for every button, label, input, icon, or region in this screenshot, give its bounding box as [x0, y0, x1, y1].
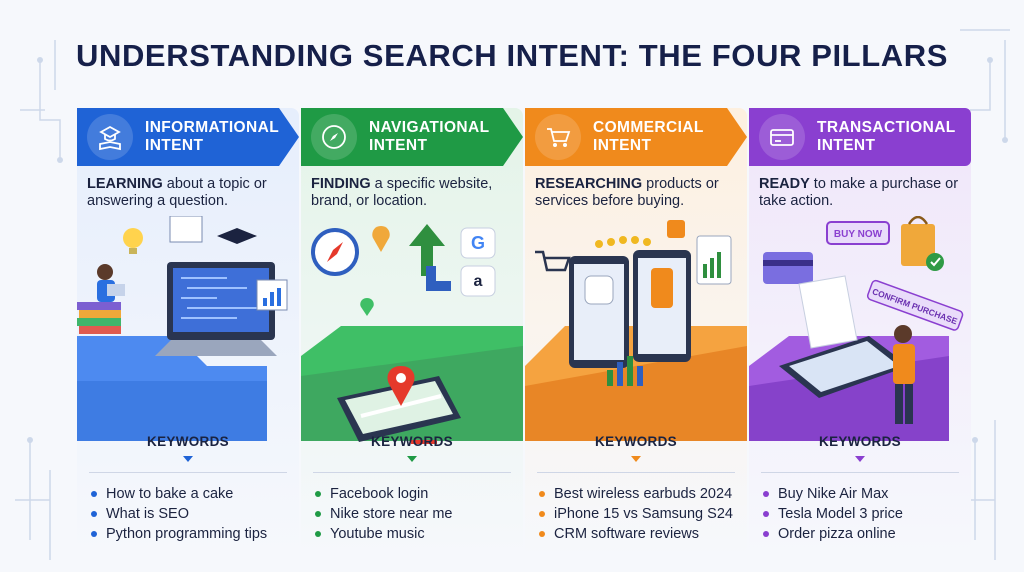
learning-illustration	[77, 216, 288, 441]
pillar-heading: TRANSACTIONAL INTENT	[817, 119, 956, 154]
pillar-description: RESEARCHING products or services before …	[535, 176, 719, 209]
pillar-banner: TRANSACTIONAL INTENT	[749, 108, 971, 166]
keyword-list: How to bake a cake What is SEO Python pr…	[91, 484, 267, 544]
keywords-divider	[537, 472, 735, 473]
pillar-description: FINDING a specific website, brand, or lo…	[311, 176, 493, 209]
keywords-caret	[855, 456, 865, 462]
navigation-illustration: G a	[301, 224, 523, 444]
keyword-item: CRM software reviews	[539, 524, 733, 544]
pillar-navigational: NAVIGATIONAL INTENT FINDING a specific w…	[301, 108, 523, 560]
keywords-divider	[761, 472, 959, 473]
pillar-description: READY to make a purchase or take action.	[759, 176, 959, 209]
keywords-divider	[313, 472, 511, 473]
purchase-illustration: BUY NOW CONFIRM PURCHASE	[749, 216, 964, 441]
keyword-list: Facebook login Nike store near me Youtub…	[315, 484, 453, 544]
keyword-item: Youtube music	[315, 524, 453, 544]
svg-text:G: G	[471, 233, 485, 253]
buy-now-label: BUY NOW	[834, 229, 883, 240]
keywords-heading: KEYWORDS	[819, 434, 901, 449]
pillar-banner: COMMERCIAL INTENT	[525, 108, 747, 166]
pillar-background	[749, 108, 971, 560]
keyword-item: Facebook login	[315, 484, 453, 504]
keywords-caret	[183, 456, 193, 462]
keywords-caret	[407, 456, 417, 462]
shopping-cart-icon	[535, 114, 581, 160]
keyword-item: How to bake a cake	[91, 484, 267, 504]
pillar-commercial: COMMERCIAL INTENT RESEARCHING products o…	[525, 108, 747, 560]
keyword-list: Buy Nike Air Max Tesla Model 3 price Ord…	[763, 484, 903, 544]
pillar-heading: INFORMATIONAL INTENT	[145, 119, 280, 154]
keyword-item: Order pizza online	[763, 524, 903, 544]
keyword-item: Nike store near me	[315, 504, 453, 524]
pillar-heading: NAVIGATIONAL INTENT	[369, 119, 490, 154]
keyword-item: Buy Nike Air Max	[763, 484, 903, 504]
pillar-banner: NAVIGATIONAL INTENT	[301, 108, 523, 166]
keywords-heading: KEYWORDS	[371, 434, 453, 449]
keyword-item: What is SEO	[91, 504, 267, 524]
pillar-description: LEARNING about a topic or answering a qu…	[87, 176, 267, 209]
pillar-transactional: TRANSACTIONAL INTENT READY to make a pur…	[749, 108, 971, 560]
compass-icon	[311, 114, 357, 160]
keyword-item: iPhone 15 vs Samsung S24	[539, 504, 733, 524]
pillar-banner: INFORMATIONAL INTENT	[77, 108, 299, 166]
page-title: UNDERSTANDING SEARCH INTENT: THE FOUR PI…	[75, 38, 949, 73]
svg-text:a: a	[474, 273, 483, 290]
keywords-heading: KEYWORDS	[147, 434, 229, 449]
keyword-item: Tesla Model 3 price	[763, 504, 903, 524]
product-comparison-illustration	[525, 220, 747, 441]
keyword-list: Best wireless earbuds 2024 iPhone 15 vs …	[539, 484, 733, 544]
keywords-divider	[89, 472, 287, 473]
pillar-heading: COMMERCIAL INTENT	[593, 119, 704, 154]
keywords-caret	[631, 456, 641, 462]
credit-card-icon	[759, 114, 805, 160]
graduate-reading-icon	[87, 114, 133, 160]
keywords-heading: KEYWORDS	[595, 434, 677, 449]
keyword-item: Python programming tips	[91, 524, 267, 544]
pillar-informational: INFORMATIONAL INTENT LEARNING about a to…	[77, 108, 299, 560]
keyword-item: Best wireless earbuds 2024	[539, 484, 733, 504]
